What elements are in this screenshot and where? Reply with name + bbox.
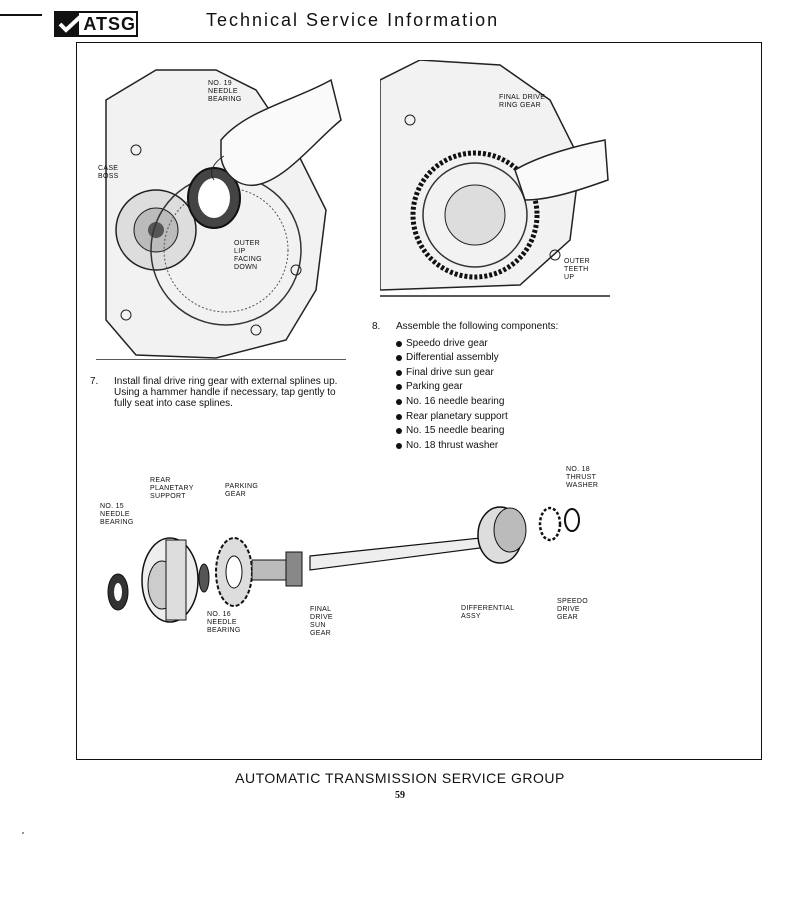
bullet-icon bbox=[396, 384, 402, 391]
step-8-text: Assemble the following components: bbox=[396, 321, 559, 332]
bullet-icon bbox=[396, 398, 402, 405]
header-rule bbox=[0, 14, 42, 16]
list-item: No. 16 needle bearing bbox=[396, 395, 612, 410]
list-item: Speedo drive gear bbox=[396, 337, 612, 352]
list-item: Final drive sun gear bbox=[396, 366, 612, 381]
bullet-icon bbox=[396, 355, 402, 362]
bullet-icon bbox=[396, 340, 402, 347]
list-item: No. 15 needle bearing bbox=[396, 424, 612, 439]
label-no19-needle-bearing: NO. 19 NEEDLE BEARING bbox=[208, 80, 242, 103]
list-item: Parking gear bbox=[396, 380, 612, 395]
step-8: 8. Assemble the following components: Sp… bbox=[372, 320, 612, 453]
list-item: Rear planetary support bbox=[396, 410, 612, 425]
label-differential-assy: DIFFERENTIAL ASSY bbox=[461, 605, 515, 620]
page-title: Technical Service Information bbox=[206, 10, 500, 30]
step-8-number: 8. bbox=[372, 321, 381, 332]
label-parking-gear: PARKING GEAR bbox=[225, 483, 259, 498]
bullet-icon bbox=[396, 369, 402, 376]
label-final-drive-sun-gear: FINAL DRIVE SUN GEAR bbox=[310, 606, 333, 637]
label-outer-teeth-up: OUTER TEETH UP bbox=[564, 258, 590, 281]
bullet-icon bbox=[396, 442, 402, 449]
step-7: 7. Install final drive ring gear with ex… bbox=[90, 376, 350, 409]
component-list: Speedo drive gear Differential assembly … bbox=[396, 337, 612, 454]
content-frame bbox=[76, 42, 762, 760]
label-speedo-drive-gear: SPEEDO DRIVE GEAR bbox=[557, 598, 588, 621]
figure-exploded-view bbox=[100, 500, 600, 640]
step-7-number: 7. bbox=[90, 376, 99, 387]
label-final-drive-ring-gear: FINAL DRIVE RING GEAR bbox=[499, 94, 546, 109]
step-7-text: Install final drive ring gear with exter… bbox=[114, 376, 338, 409]
logo-brand-text: ATSG bbox=[83, 13, 136, 34]
page-number: 59 bbox=[395, 790, 405, 801]
label-rear-planetary-support: REAR PLANETARY SUPPORT bbox=[150, 477, 194, 500]
figure-left-illustration bbox=[96, 60, 346, 360]
list-item: Differential assembly bbox=[396, 351, 612, 366]
checkmark-icon bbox=[56, 13, 82, 35]
figure-right-illustration bbox=[380, 60, 610, 300]
list-item: No. 18 thrust washer bbox=[396, 439, 612, 454]
label-no15-needle-bearing: NO. 15 NEEDLE BEARING bbox=[100, 503, 134, 526]
label-outer-lip: OUTER LIP FACING DOWN bbox=[234, 240, 262, 271]
footer-org: AUTOMATIC TRANSMISSION SERVICE GROUP bbox=[235, 770, 565, 786]
label-case-boss: CASE BOSS bbox=[98, 165, 119, 180]
label-no16-needle-bearing: NO. 16 NEEDLE BEARING bbox=[207, 611, 241, 634]
label-no18-thrust-washer: NO. 18 THRUST WASHER bbox=[566, 466, 599, 489]
scan-speck bbox=[22, 832, 24, 834]
atsg-logo: ATSG bbox=[54, 11, 138, 37]
bullet-icon bbox=[396, 428, 402, 435]
bullet-icon bbox=[396, 413, 402, 420]
